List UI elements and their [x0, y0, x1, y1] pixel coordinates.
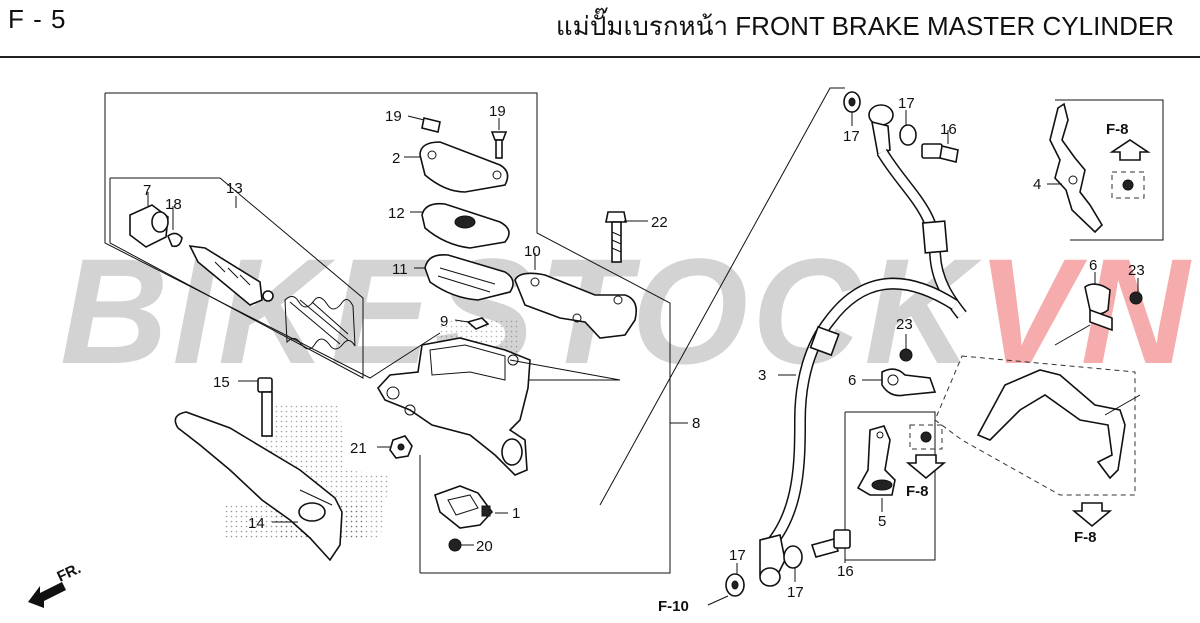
- page-title: แม่ปั๊มเบรกหน้า FRONT BRAKE MASTER CYLIN…: [555, 11, 1174, 41]
- ref-f10: F-10: [658, 598, 689, 615]
- group-outline-right: [599, 87, 1164, 561]
- screw-20: [448, 538, 474, 552]
- group-outline-left: [104, 92, 671, 574]
- stay-5: [856, 425, 896, 512]
- holder-10: [514, 253, 638, 339]
- diaphragm: [414, 253, 514, 301]
- f8-top-arrow: [1109, 139, 1151, 199]
- fr-direction-arrow: [28, 582, 66, 608]
- callout-17d: 17: [787, 584, 804, 601]
- callout-14: 14: [248, 515, 265, 532]
- stay-4: [1047, 102, 1104, 234]
- screw-19-left: [407, 115, 441, 133]
- screw-23-right: [1129, 278, 1143, 305]
- header-rule: [0, 56, 1200, 58]
- callout-15: 15: [213, 374, 230, 391]
- callout-2: 2: [392, 150, 400, 167]
- brake-lever: [174, 411, 343, 562]
- washer-17-top2: [899, 110, 917, 146]
- brake-hose-3: [765, 148, 967, 549]
- callout-17a: 17: [843, 128, 860, 145]
- callout-12: 12: [388, 205, 405, 222]
- switch-1: [434, 485, 508, 529]
- nut-21: [377, 435, 413, 459]
- callout-5: 5: [878, 513, 886, 530]
- callout-17b: 17: [898, 95, 915, 112]
- bolt-22: [605, 211, 648, 263]
- callout-19b: 19: [489, 103, 506, 120]
- banjo-bolt-16-bottom: [810, 529, 851, 563]
- screw-23-mid: [899, 334, 913, 362]
- callout-8: 8: [692, 415, 700, 432]
- ref-f8-bottom: F-8: [1074, 529, 1097, 546]
- hose-fitting-top: [868, 104, 894, 157]
- ref-f8-mid: F-8: [906, 483, 929, 500]
- bracket-lower-right: [976, 324, 1141, 480]
- screw-box-mid: [905, 424, 947, 480]
- page-header: F - 5 แม่ปั๊มเบรกหน้า FRONT BRAKE MASTER…: [0, 0, 1200, 58]
- banjo-bolt-16-top: [921, 130, 959, 163]
- clip-9: [454, 317, 490, 330]
- clamp-6-mid: [862, 368, 937, 397]
- callout-3: 3: [758, 367, 766, 384]
- callout-9: 9: [440, 313, 448, 330]
- ref-f8-top: F-8: [1106, 121, 1129, 138]
- callout-23a: 23: [896, 316, 913, 333]
- washer-17-bottom-left: [725, 563, 745, 597]
- callout-10: 10: [524, 243, 541, 260]
- spring: [284, 296, 356, 350]
- callout-1: 1: [512, 505, 520, 522]
- callout-22: 22: [651, 214, 668, 231]
- callout-20: 20: [476, 538, 493, 555]
- fr-label: FR.: [55, 560, 84, 586]
- callout-6a: 6: [848, 372, 856, 389]
- reservoir-plate: [410, 202, 510, 249]
- washer-17-bottom-right: [783, 545, 803, 582]
- callout-18: 18: [165, 196, 182, 213]
- piston-set: [129, 192, 356, 350]
- callout-6b: 6: [1089, 257, 1097, 274]
- washer-17-top: [843, 91, 861, 126]
- f8-bottom-arrow: [1071, 502, 1113, 528]
- callout-13: 13: [226, 180, 243, 197]
- screw-19-right: [490, 118, 508, 159]
- callout-23b: 23: [1128, 262, 1145, 279]
- page-code: F - 5: [8, 4, 67, 34]
- master-cylinder-body: [377, 337, 621, 476]
- callout-4: 4: [1033, 176, 1041, 193]
- clamp-6-right: [1084, 272, 1113, 332]
- f10-arrow: [707, 595, 729, 606]
- hose-fitting-bottom: [759, 534, 786, 587]
- parts-diagram: 19 19 2 12 11 22 10 9 13 7 18 15 21 14 8…: [28, 87, 1164, 615]
- callout-17c: 17: [729, 547, 746, 564]
- callout-21: 21: [350, 440, 367, 457]
- callout-19a: 19: [385, 108, 402, 125]
- callout-11: 11: [392, 261, 408, 278]
- callout-16a: 16: [940, 121, 957, 138]
- callout-16b: 16: [837, 563, 854, 580]
- callout-7: 7: [143, 182, 151, 199]
- pivot-bolt-15: [238, 377, 273, 437]
- reservoir-cap: [404, 141, 509, 193]
